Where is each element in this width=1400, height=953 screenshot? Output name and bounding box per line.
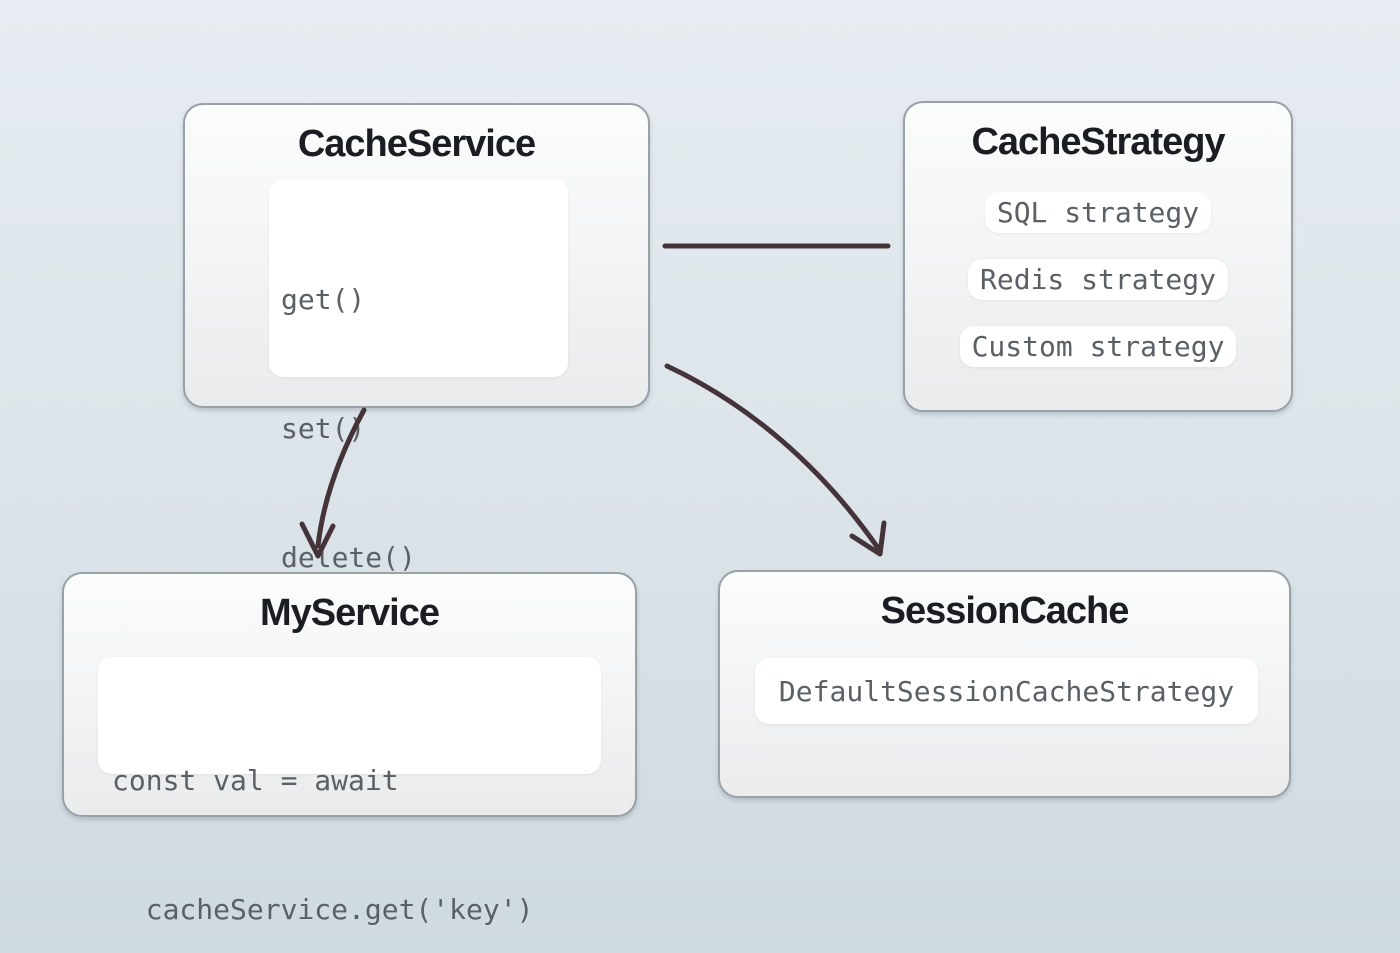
my-service-code-panel: const val = await cacheService.get('key'…	[98, 657, 601, 926]
node-title-cache-strategy: CacheStrategy	[971, 121, 1225, 163]
arrowhead-to-sessioncache-icon	[849, 520, 887, 557]
node-cache-service: CacheService get() set() delete() invali…	[183, 103, 650, 703]
method-line: set()	[281, 412, 366, 445]
cache-service-methods-panel: get() set() delete() invalidateTags()	[269, 179, 568, 703]
strategy-pill: Custom strategy	[959, 326, 1237, 367]
edge-arrow-cacheservice-sessioncache	[664, 363, 881, 551]
code-line: cacheService.get('key')	[112, 893, 534, 926]
code-line: const val = await	[112, 764, 399, 797]
method-line: get()	[281, 283, 366, 316]
node-title-my-service: MyService	[259, 592, 440, 634]
strategy-pill: SQL strategy	[984, 192, 1212, 233]
node-title-cache-service: CacheService	[297, 123, 536, 165]
strategy-pill: Redis strategy	[967, 259, 1228, 300]
strategy-pill-list: SQL strategy Redis strategy Custom strat…	[905, 192, 1291, 367]
session-cache-strategy-pill: DefaultSessionCacheStrategy	[755, 658, 1258, 724]
node-cache-strategy: CacheStrategy SQL strategy Redis strateg…	[903, 101, 1293, 412]
node-title-session-cache: SessionCache	[880, 590, 1130, 632]
node-session-cache: SessionCache DefaultSessionCacheStrategy	[718, 570, 1291, 798]
node-my-service: MyService const val = await cacheService…	[62, 572, 637, 926]
